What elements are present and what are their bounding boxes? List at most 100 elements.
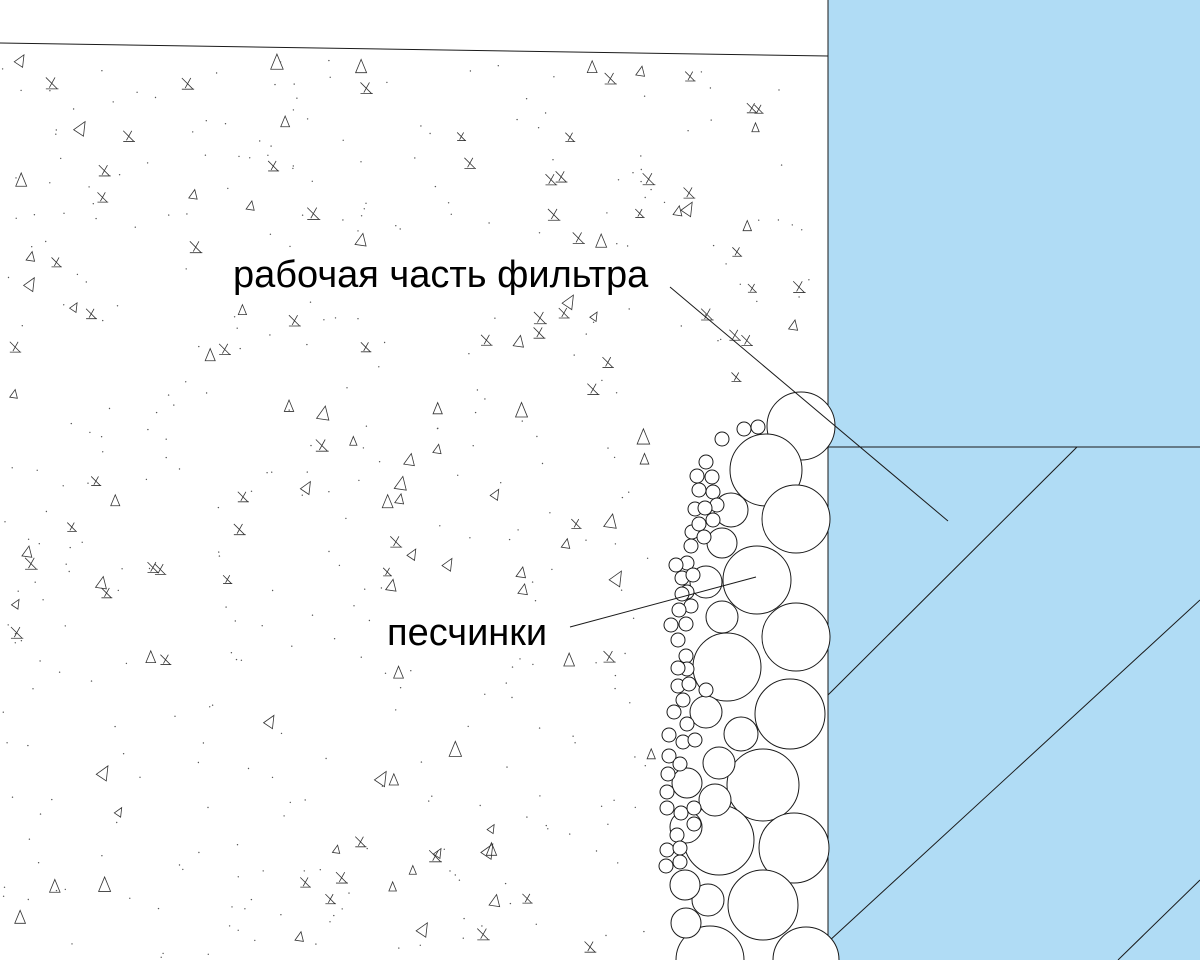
- soil-dot: [68, 570, 70, 573]
- soil-dot: [450, 213, 452, 215]
- soil-dot: [205, 120, 207, 122]
- soil-triangle-symbol: [742, 219, 753, 232]
- sand-grain: [681, 676, 697, 692]
- sand-grain: [678, 616, 694, 632]
- soil-x-symbol: [222, 574, 233, 584]
- soil-triangle-symbol: [381, 493, 394, 509]
- soil-x-symbol: [480, 334, 493, 346]
- soil-x-symbol: [604, 72, 617, 85]
- soil-dot: [573, 354, 575, 356]
- soil-triangle-symbol: [560, 537, 571, 549]
- soil-triangle-symbol: [110, 493, 121, 507]
- soil-dot: [717, 340, 719, 342]
- soil-dot: [346, 387, 348, 389]
- soil-triangle-symbol: [294, 930, 304, 942]
- soil-dot: [414, 157, 416, 159]
- soil-dot: [311, 180, 313, 182]
- soil-triangle-symbol: [245, 200, 255, 211]
- soil-dot: [237, 929, 239, 931]
- soil-dot: [160, 956, 162, 958]
- soil-dot: [434, 185, 437, 188]
- soil-dot: [303, 870, 305, 872]
- soil-dot: [399, 228, 401, 230]
- soil-dot: [165, 456, 167, 459]
- soil-triangle-symbol: [432, 443, 442, 455]
- soil-dot: [11, 467, 13, 469]
- soil-dot: [634, 806, 636, 809]
- soil-dot: [71, 943, 73, 945]
- soil-dot: [629, 702, 631, 704]
- soil-triangle-symbol: [393, 475, 407, 491]
- soil-dot: [63, 304, 65, 306]
- soil-dot: [613, 456, 616, 459]
- sand-grain: [736, 421, 752, 437]
- soil-x-symbol: [45, 77, 59, 90]
- soil-dot: [643, 930, 645, 933]
- soil-dot: [283, 815, 285, 817]
- soil-dot: [148, 567, 151, 570]
- soil-dot: [39, 660, 41, 662]
- soil-dot: [469, 70, 472, 72]
- soil-dot: [301, 494, 303, 496]
- soil-triangle-symbol: [15, 171, 28, 187]
- soil-dot: [218, 551, 220, 553]
- soil-dot: [553, 76, 555, 78]
- soil-dot: [55, 133, 57, 135]
- soil-dot: [225, 606, 227, 608]
- soil-dot: [173, 404, 175, 406]
- soil-dot: [720, 338, 722, 341]
- soil-dot: [621, 496, 624, 499]
- soil-dot: [27, 898, 29, 901]
- sand-grain: [659, 784, 675, 800]
- soil-dot: [650, 188, 652, 191]
- soil-dot: [165, 438, 167, 440]
- soil-dot: [125, 662, 128, 665]
- soil-triangle-symbol: [415, 921, 428, 938]
- soil-dot: [704, 314, 707, 316]
- soil-dot: [712, 244, 715, 247]
- soil-x-symbol: [792, 280, 806, 293]
- soil-dot: [525, 98, 528, 100]
- soil-dot: [292, 109, 295, 111]
- soil-triangle-symbol: [113, 806, 123, 818]
- soil-dot: [45, 510, 48, 513]
- soil-dot: [117, 589, 120, 592]
- soil-dot: [791, 224, 793, 226]
- soil-dot: [469, 537, 471, 539]
- soil-dot: [628, 308, 630, 310]
- sand-grain: [669, 827, 685, 843]
- soil-dot: [362, 447, 365, 449]
- soil-dot: [205, 392, 208, 394]
- soil-dot: [508, 538, 511, 541]
- soil-dot: [549, 512, 551, 514]
- sand-grain: [673, 805, 689, 821]
- soil-dot: [42, 599, 44, 601]
- soil-dot: [614, 543, 617, 545]
- soil-dot: [614, 674, 617, 677]
- soil-x-symbol: [477, 928, 490, 941]
- sand-grain: [705, 512, 721, 528]
- soil-dot: [304, 799, 306, 801]
- sand-grain: [685, 567, 701, 583]
- soil-dot: [386, 81, 388, 84]
- soil-dot: [634, 756, 636, 758]
- soil-dot: [271, 589, 274, 592]
- soil-dot: [62, 485, 64, 487]
- soil-dot: [538, 727, 541, 729]
- soil-dot: [269, 334, 271, 336]
- soil-dot: [378, 366, 380, 368]
- soil-triangle-symbol: [98, 875, 112, 892]
- sand-grain: [726, 748, 800, 822]
- soil-x-symbol: [360, 342, 372, 353]
- soil-triangle-symbol: [94, 575, 107, 590]
- soil-x-symbol: [382, 567, 392, 577]
- soil-dot: [49, 182, 51, 184]
- soil-dot: [640, 155, 642, 157]
- soil-x-symbol: [584, 941, 597, 953]
- soil-dot: [429, 132, 431, 135]
- soil-dot: [484, 398, 486, 400]
- soil-dot: [207, 953, 209, 955]
- soil-triangle-symbol: [608, 570, 622, 588]
- soil-dot: [178, 864, 181, 866]
- soil-dot: [358, 479, 360, 482]
